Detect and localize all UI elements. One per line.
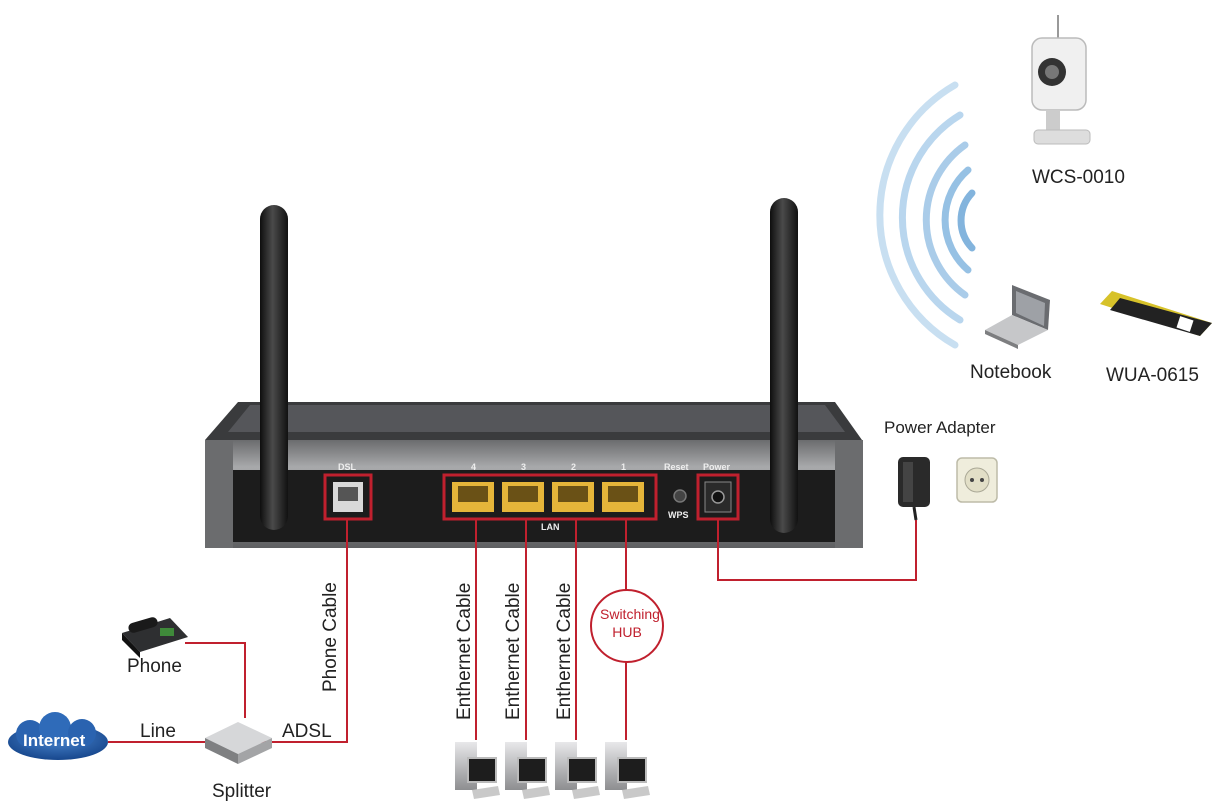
wall-socket-icon xyxy=(956,457,998,503)
switching-hub xyxy=(590,589,664,663)
lan-port-2-label: 2 xyxy=(571,462,577,472)
phone-label: Phone xyxy=(127,656,182,677)
computer-icon xyxy=(455,742,650,799)
phone-icon xyxy=(122,617,188,658)
lan-port-1-label: 1 xyxy=(621,462,627,472)
switching-hub-label-line1: Switching xyxy=(600,606,660,622)
cables xyxy=(108,519,917,743)
wcs-label: WCS-0010 xyxy=(1032,167,1125,188)
power-adapter-icon xyxy=(898,457,930,521)
lan-port-3-label: 3 xyxy=(521,462,527,472)
usb-adapter-icon xyxy=(1100,291,1212,336)
switching-hub-label-line2: HUB xyxy=(612,624,642,640)
antenna-left xyxy=(260,205,288,530)
splitter-label: Splitter xyxy=(212,781,272,802)
adsl-label: ADSL xyxy=(282,721,332,742)
ip-camera-icon xyxy=(1031,15,1091,145)
antenna-right xyxy=(770,198,798,533)
power-port-label: Power xyxy=(703,462,731,472)
power-adapter-label: Power Adapter xyxy=(884,418,996,437)
splitter-icon xyxy=(205,722,272,764)
notebook-label: Notebook xyxy=(970,362,1052,383)
internet-label: Internet xyxy=(23,731,86,750)
power-port xyxy=(696,473,740,521)
ethernet-cable-label-3: Enthernet Cable xyxy=(554,582,575,720)
lan-port-4-label: 4 xyxy=(471,462,477,472)
notebook-icon xyxy=(985,285,1050,349)
lan-label: LAN xyxy=(541,522,560,532)
wua-label: WUA-0615 xyxy=(1106,365,1199,386)
lan-ports xyxy=(442,473,658,521)
dsl-port-label: DSL xyxy=(338,462,356,472)
ethernet-cable-label-1: Enthernet Cable xyxy=(454,582,475,720)
line-label: Line xyxy=(140,721,176,742)
reset-label: Reset xyxy=(664,462,689,472)
wps-label: WPS xyxy=(668,510,689,520)
wireless-signal-icon xyxy=(876,81,976,349)
phone-cable-label: Phone Cable xyxy=(320,582,341,692)
reset-wps-button xyxy=(673,489,687,503)
internet-cloud-icon xyxy=(8,712,108,760)
ethernet-cable-label-2: Enthernet Cable xyxy=(503,582,524,720)
